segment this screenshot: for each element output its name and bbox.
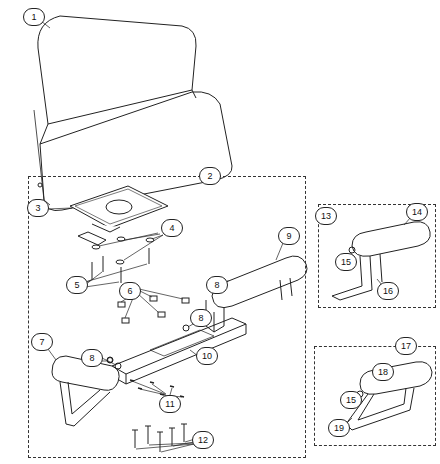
- callout-number: 8: [190, 309, 212, 327]
- callout-number: 10: [196, 347, 218, 365]
- callout-number: 8: [206, 276, 228, 294]
- callout-number: 2: [199, 167, 221, 185]
- callout-number: 15: [340, 391, 362, 409]
- callout-number: 3: [27, 199, 49, 217]
- callout-number: 16: [377, 282, 399, 300]
- callout-number: 19: [328, 419, 350, 437]
- callout-number: 7: [31, 333, 53, 351]
- callout-number: 9: [278, 227, 300, 245]
- callout-number: 1: [23, 8, 45, 26]
- callout-number: 15: [335, 253, 357, 271]
- callout-number: 11: [159, 395, 181, 413]
- callout-number: 13: [315, 207, 337, 225]
- callout-number: 18: [372, 363, 394, 381]
- callout-number: 5: [66, 276, 88, 294]
- callout-number: 6: [119, 282, 141, 300]
- callout-number: 14: [406, 203, 428, 221]
- callout-number: 17: [395, 337, 417, 355]
- callout-number: 8: [81, 349, 103, 367]
- callout-number: 12: [192, 431, 214, 449]
- callout-number: 4: [161, 219, 183, 237]
